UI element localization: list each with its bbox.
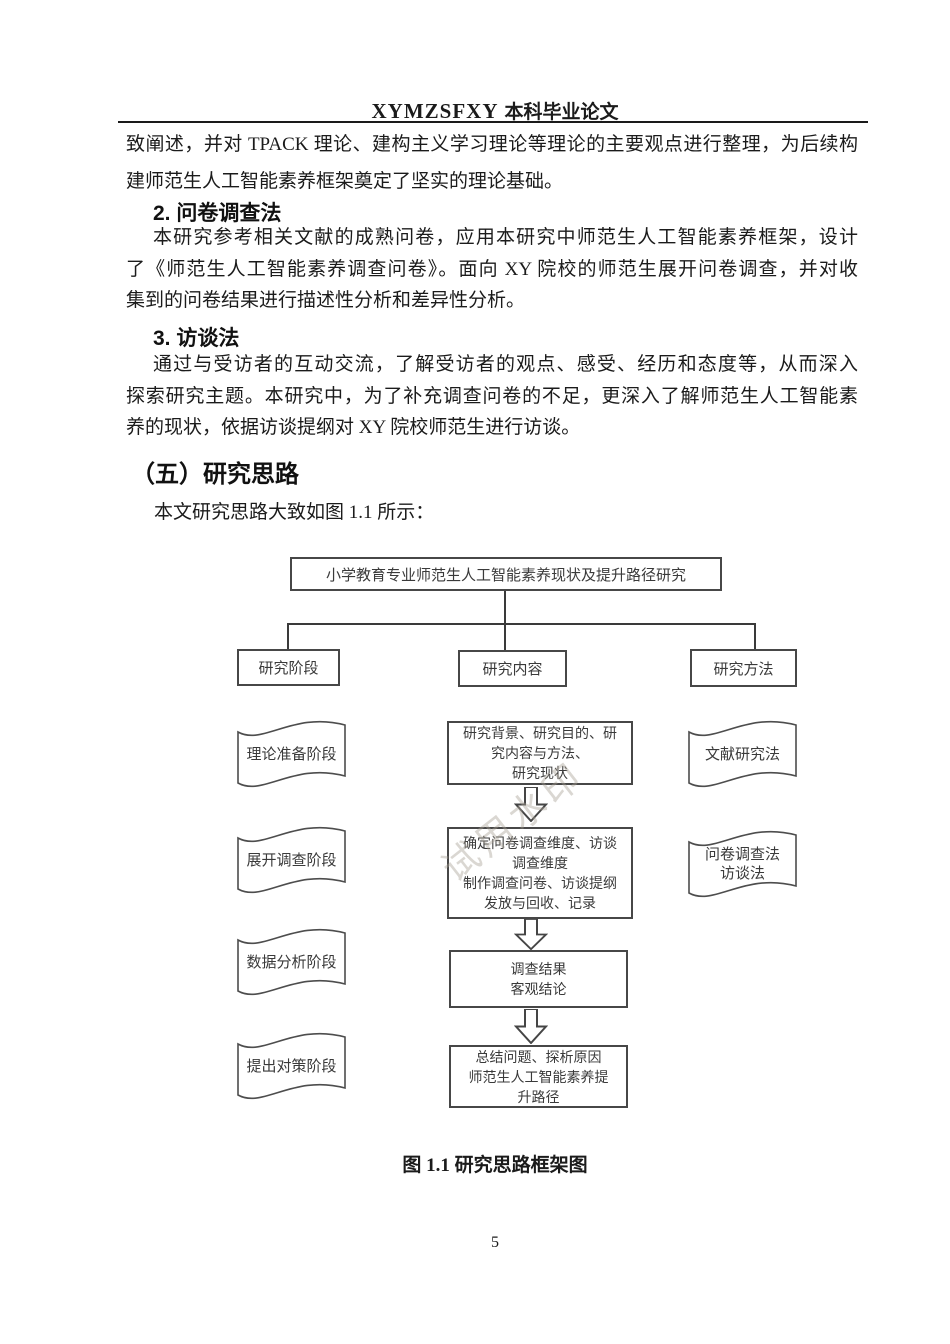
content-step-box-4: 总结问题、探析原因师范生人工智能素养提升路径 <box>449 1045 628 1108</box>
connector-root-vertical <box>504 591 506 625</box>
heading-questionnaire-method: 2. 问卷调查法 <box>153 202 282 225</box>
stage-flag-theory: 理论准备阶段 <box>233 714 350 794</box>
stage-label: 理论准备阶段 <box>246 745 337 763</box>
method-flag-lines: 问卷调查法访谈法 <box>704 846 780 882</box>
heading-interview-method: 3. 访谈法 <box>153 327 240 350</box>
method-flag-survey-interview: 问卷调查法访谈法 <box>684 824 801 904</box>
wave-shape-icon <box>688 720 797 788</box>
branch-box-stage: 研究阶段 <box>237 649 340 686</box>
stage-label: 提出对策阶段 <box>246 1057 337 1075</box>
stage-flag-survey: 展开调查阶段 <box>233 820 350 900</box>
stage-label: 数据分析阶段 <box>246 953 337 971</box>
connector-drop-middle <box>504 625 506 650</box>
method-flag-lines: 文献研究法 <box>704 745 780 763</box>
page-number: 5 <box>491 1234 499 1251</box>
stage-flag-label: 提出对策阶段 <box>233 1026 350 1106</box>
paragraph-theory-continuation: 致阐述，并对 TPACK 理论、建构主义学习理论等理论的主要观点进行整理，为后续… <box>126 134 858 192</box>
paragraph-questionnaire: 本研究参考相关文献的成熟问卷，应用本研究中师范生人工智能素养框架，设计了《师范生… <box>126 227 858 311</box>
wave-shape-icon <box>237 720 346 788</box>
wave-shape-icon <box>237 826 346 894</box>
stage-flag-label: 理论准备阶段 <box>233 714 350 794</box>
figure-caption: 图 1.1 研究思路框架图 <box>402 1155 588 1176</box>
down-arrow-icon <box>513 1008 549 1049</box>
content-step-lines: 确定问卷调查维度、访谈调查维度制作调查问卷、访谈提纲发放与回收、记录 <box>463 835 617 911</box>
stage-label: 展开调查阶段 <box>246 851 337 869</box>
content-step-lines: 调查结果客观结论 <box>510 961 567 997</box>
content-step-box-1: 研究背景、研究目的、研究内容与方法、研究现状 <box>447 721 633 785</box>
content-step-lines: 总结问题、探析原因师范生人工智能素养提升路径 <box>468 1048 609 1105</box>
method-flag-literature: 文献研究法 <box>684 714 801 794</box>
header-title-latin: XYMZSFXY <box>371 99 499 123</box>
branch-box-method: 研究方法 <box>690 649 797 687</box>
connector-drop-right <box>754 625 756 649</box>
wave-shape-icon <box>237 928 346 996</box>
down-arrow-icon <box>513 918 549 955</box>
flowchart-root-box: 小学教育专业师范生人工智能素养现状及提升路径研究 <box>290 557 722 591</box>
stage-flag-label: 数据分析阶段 <box>233 922 350 1002</box>
branch-box-content: 研究内容 <box>458 650 567 687</box>
content-step-box-3: 调查结果客观结论 <box>449 950 628 1008</box>
stage-flag-strategy: 提出对策阶段 <box>233 1026 350 1106</box>
content-step-box-2: 确定问卷调查维度、访谈调查维度制作调查问卷、访谈提纲发放与回收、记录 <box>447 827 633 919</box>
wave-shape-icon <box>237 1032 346 1100</box>
paragraph-interview: 通过与受访者的互动交流，了解受访者的观点、感受、经历和态度等，从而深入探索研究主… <box>126 354 858 438</box>
content-step-lines: 研究背景、研究目的、研究内容与方法、研究现状 <box>463 725 617 781</box>
connector-horizontal <box>287 623 756 625</box>
header-rule <box>118 121 868 123</box>
connector-drop-left <box>287 625 289 649</box>
figure-lead-line: 本文研究思路大致如图 1.1 所示： <box>154 502 435 523</box>
wave-shape-icon <box>688 830 797 898</box>
stage-flag-label: 展开调查阶段 <box>233 820 350 900</box>
stage-flag-analysis: 数据分析阶段 <box>233 922 350 1002</box>
header-title-cn: 本科毕业论文 <box>504 102 619 123</box>
down-arrow-icon <box>513 786 549 827</box>
heading-research-approach: （五）研究思路 <box>131 461 299 488</box>
